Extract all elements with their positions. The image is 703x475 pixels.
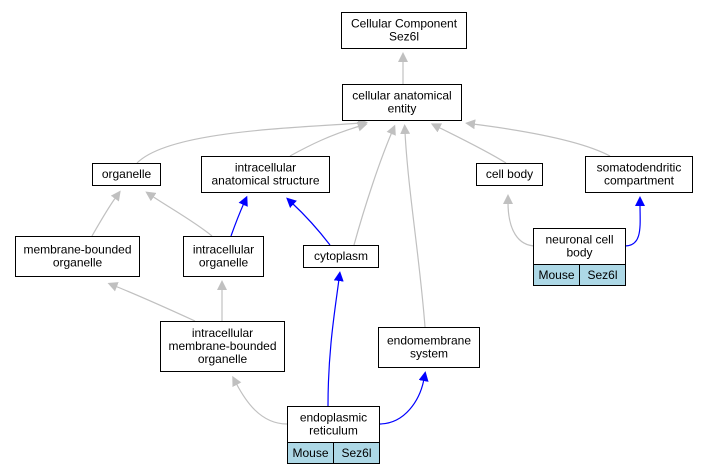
node-box [287,406,380,443]
node-label-line: anatomical structure [211,174,319,188]
node-label-line: endomembrane [387,334,471,348]
edge-cytoplasm-to-cellular-anatomical-entity [353,124,396,246]
node-box [341,12,467,49]
node-box [342,84,462,121]
edge-layer [91,52,646,425]
edge-intracellular-organelle-to-intracellular-anatomical-structure [230,195,248,237]
node-label-line: membrane-bounded [168,339,276,353]
tag-cell [579,264,626,286]
edge-endoplasmic-reticulum-to-cytoplasm [327,271,344,407]
node-label-line: intracellular [193,243,254,257]
edge-cytoplasm-to-intracellular-anatomical-structure [286,197,331,246]
node-cell-body[interactable]: cell body [476,163,543,186]
node-box [92,163,161,186]
node-label-line: organelle [198,352,248,366]
tag-cell [333,442,380,464]
node-label-line: somatodendritic [597,161,682,175]
edge-organelle-to-cellular-anatomical-entity [136,118,368,164]
edge-intracellular-membrane-bounded-organelle-to-membrane-bounded-organelle [107,282,196,322]
node-label-line: cytoplasm [314,249,368,263]
node-label-line: system [410,347,448,361]
edge-endoplasmic-reticulum-to-endomembrane-system [378,371,429,425]
edge-membrane-bounded-organelle-to-organelle [91,190,121,237]
node-label-line: entity [388,102,417,116]
node-box [201,156,330,193]
edge-intracellular-anatomical-structure-to-cellular-anatomical-entity [289,121,368,157]
edge-somatodendritic-compartment-to-cellular-anatomical-entity [465,119,611,157]
node-box [15,236,140,277]
node-label-line: Sez6l [389,30,419,44]
tag-label: Sez6l [587,268,617,282]
node-label-line: cell body [486,167,533,181]
node-label-line: endoplasmic [300,411,367,425]
edge-endomembrane-system-to-cellular-anatomical-entity [400,124,426,328]
node-label-line: Cellular Component [351,17,458,31]
edge-intracellular-organelle-to-organelle [145,191,213,237]
node-label-line: neuronal cell [545,233,613,247]
node-label-line: organelle [102,167,152,181]
node-box [183,236,264,277]
node-box [585,156,693,193]
node-label-line: membrane-bounded [23,243,131,257]
node-label-line: compartment [604,174,675,188]
node-label-line: organelle [53,256,103,270]
node-box [533,228,626,265]
node-label-line: organelle [199,256,249,270]
tag-label: Sez6l [341,446,371,460]
node-label-line: cellular anatomical [352,89,451,103]
node-box [378,327,480,368]
tag-label: Mouse [538,268,574,282]
node-label-line: intracellular [235,161,296,175]
edge-neuronal-cell-body-to-somatodendritic-compartment [624,196,646,247]
node-label-line: intracellular [192,326,253,340]
node-organelle[interactable]: organelle [92,163,161,186]
edge-endoplasmic-reticulum-to-intracellular-membrane-bounded-organelle [232,375,288,425]
node-box [476,163,543,186]
node-box [303,245,379,268]
node-cytoplasm[interactable]: cytoplasm [303,245,379,268]
tag-label: Mouse [292,446,328,460]
node-box [160,321,285,372]
edge-neuronal-cell-body-to-cell-body [503,194,537,247]
edge-cell-body-to-cellular-anatomical-entity [430,123,507,164]
node-label-line: body [566,246,592,260]
node-label-line: reticulum [309,424,358,438]
